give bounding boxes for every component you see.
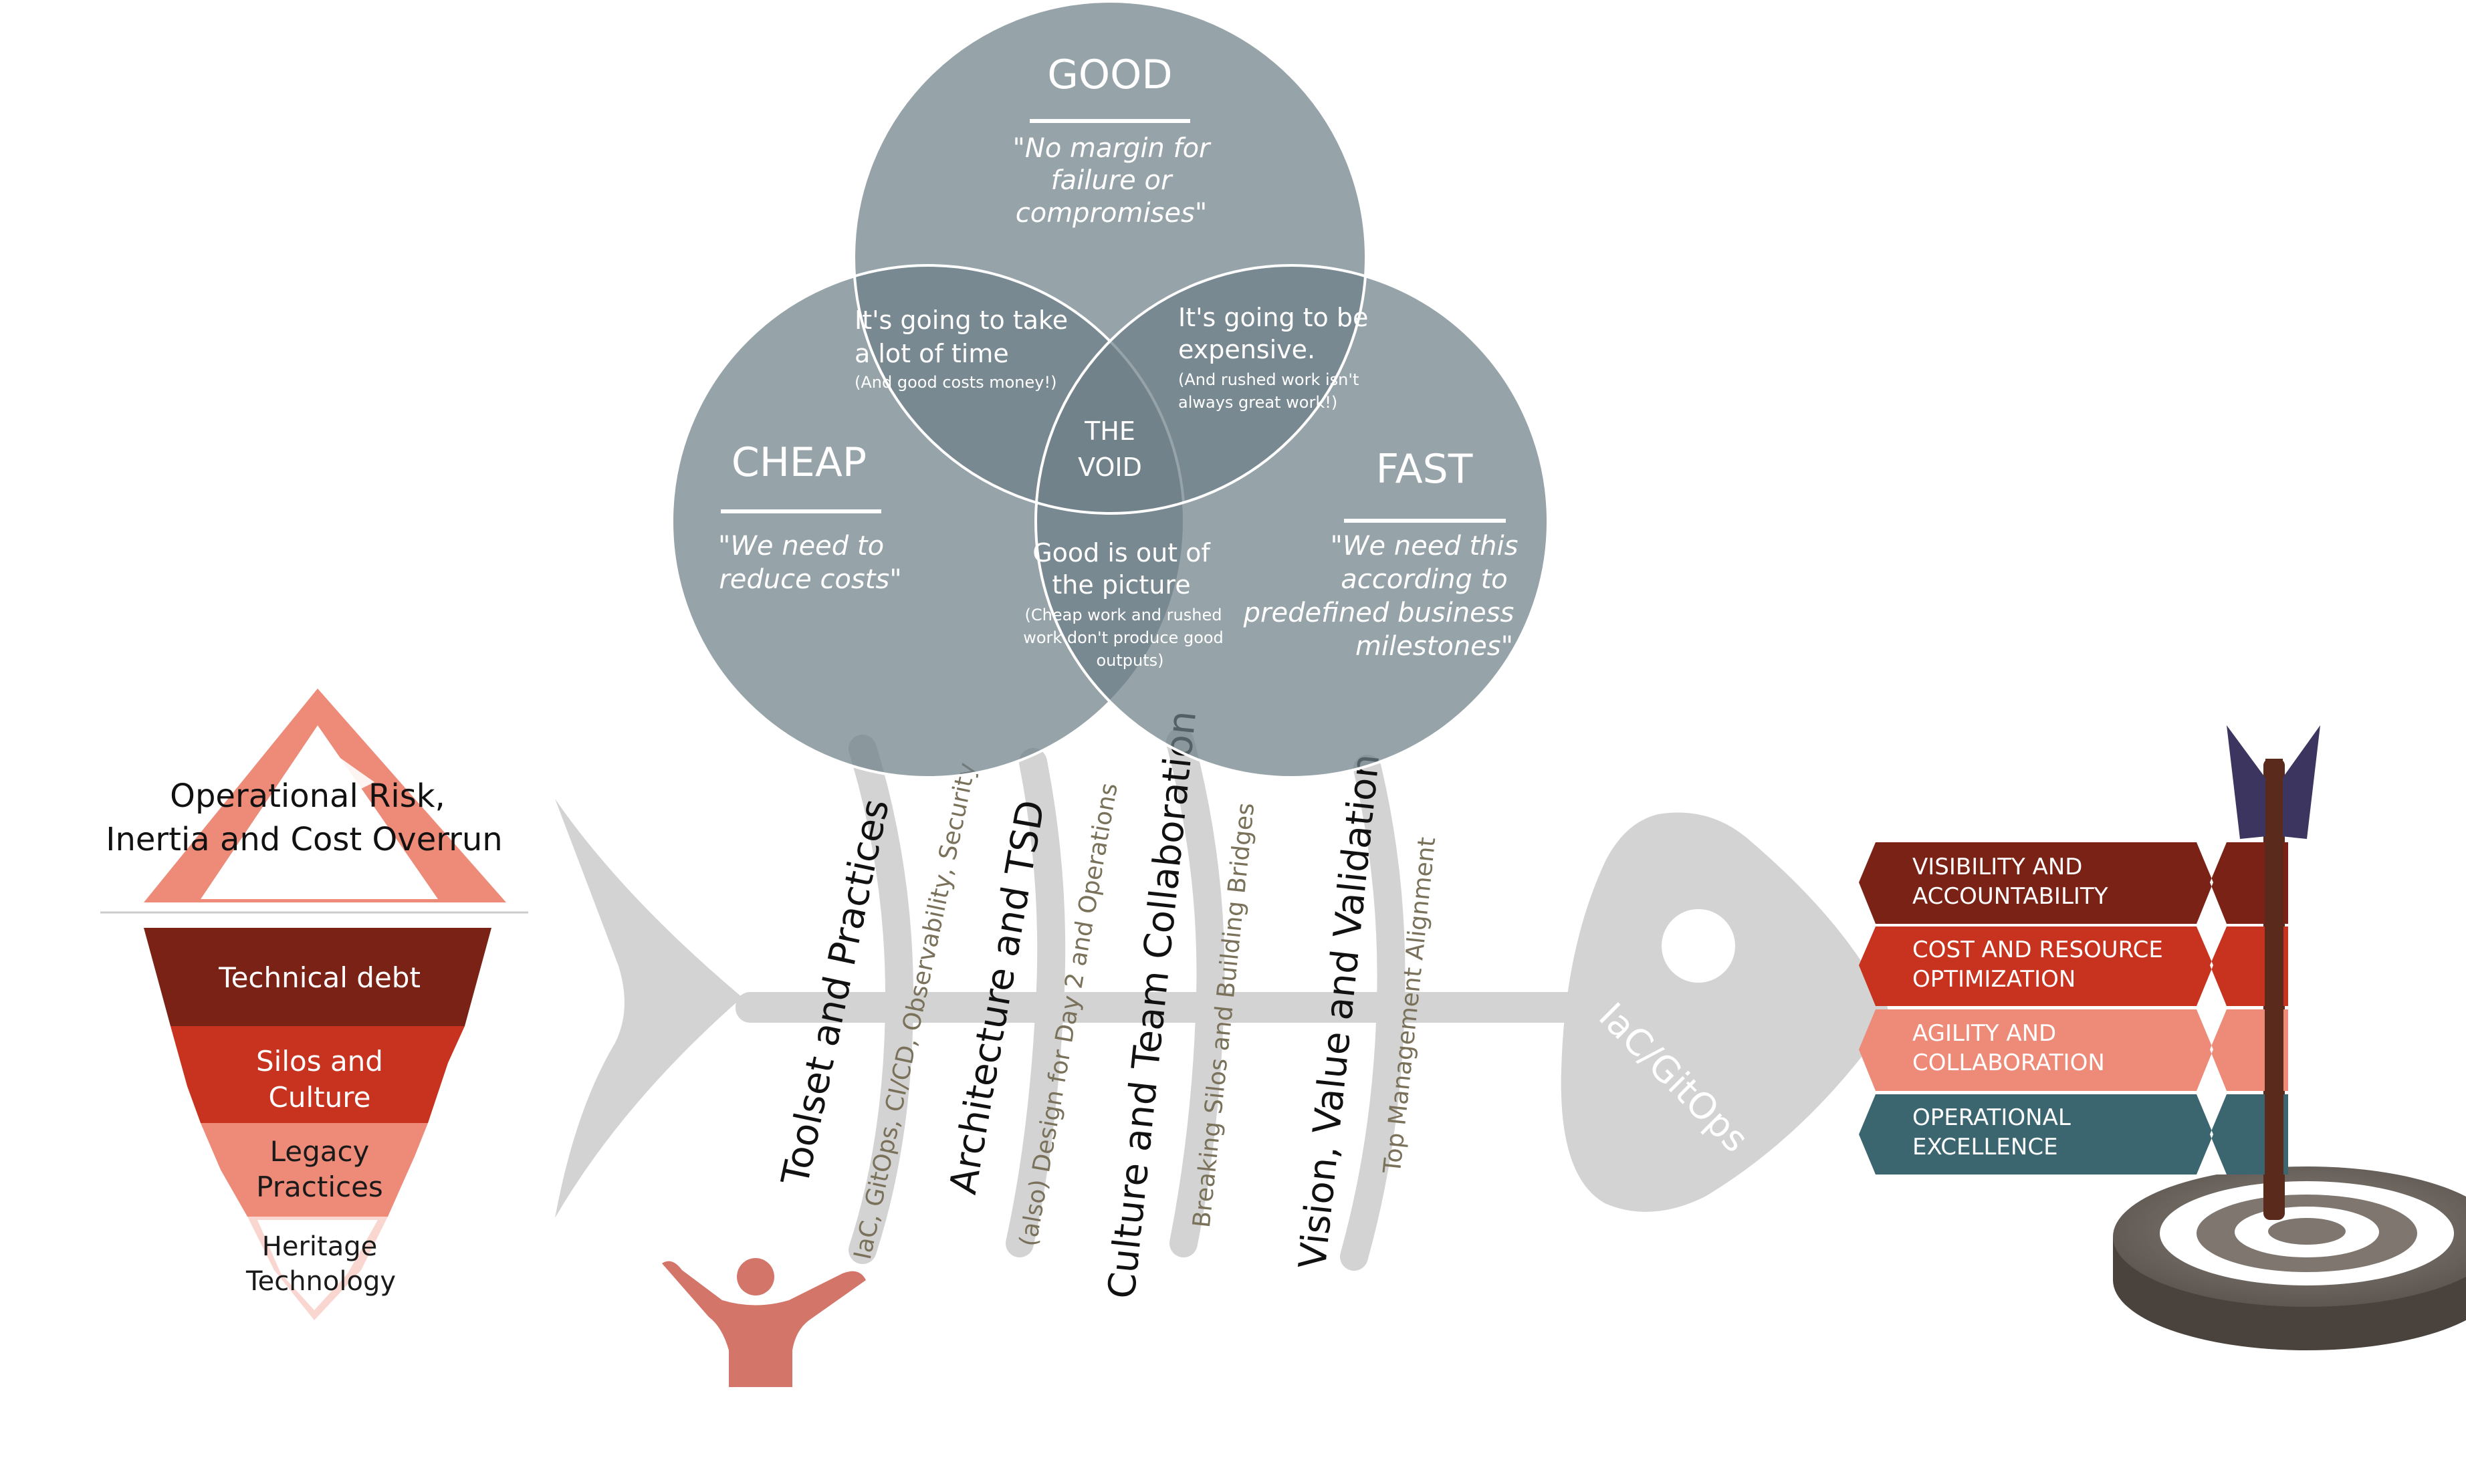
venn-good-quote-1: "No margin for — [1013, 133, 1212, 164]
iceberg-layer-label-3b: Practices — [256, 1170, 383, 1203]
bone-1 — [849, 735, 914, 1264]
venn-good-quote-2: failure or — [1051, 165, 1173, 196]
bone-3 — [1166, 728, 1225, 1257]
venn-good-quote-3: compromises" — [1016, 198, 1208, 229]
signpost-2 — [1859, 926, 2217, 1006]
signpost-4-line1: OPERATIONAL — [1912, 1104, 2071, 1131]
venn-cheap-fast-line1: Good is out of — [1032, 538, 1211, 568]
signpost-3-line1: AGILITY AND — [1912, 1020, 2056, 1047]
venn-good-fast-note1: (And rushed work isn't — [1178, 370, 1359, 389]
signpost-3 — [1859, 1009, 2217, 1091]
venn-cheap-fast-line2: the picture — [1052, 570, 1190, 600]
signpost-1 — [1859, 842, 2217, 924]
iceberg-title-line2: Inertia and Cost Overrun — [106, 821, 502, 858]
iceberg-layer-label-2a: Silos and — [256, 1045, 383, 1078]
iceberg-layer-1 — [144, 928, 491, 1026]
venn-fast-title: FAST — [1376, 446, 1473, 493]
fish-skeleton: IaC/GitOps Toolset and Practices IaC, Gi… — [555, 709, 1888, 1301]
fish-spine — [736, 992, 1652, 1023]
fish-tail — [555, 799, 742, 1218]
fish-eye — [1662, 909, 1735, 983]
signpost-3-line2: COLLABORATION — [1912, 1049, 2105, 1076]
venn-good-cheap-line1: It's going to take — [855, 305, 1068, 335]
venn-cheap-quote-1: "We need to — [718, 531, 884, 562]
venn-diagram: GOOD "No margin for failure or compromis… — [671, 0, 1549, 779]
iceberg-layer-label-1: Technical debt — [218, 961, 421, 994]
signpost-4-line2: EXCELLENCE — [1912, 1134, 2058, 1160]
signpost-1-line2: ACCOUNTABILITY — [1912, 883, 2108, 910]
iceberg: Operational Risk, Inertia and Cost Overr… — [100, 689, 528, 1320]
venn-center-line1: THE — [1084, 416, 1135, 446]
iceberg-layer-label-4a: Heritage — [262, 1231, 377, 1262]
venn-fast-quote-4: milestones" — [1355, 631, 1513, 662]
target-icon — [2113, 1166, 2466, 1350]
bone-4 — [1340, 755, 1406, 1271]
venn-cheap-quote-2: reduce costs" — [719, 564, 901, 595]
signpost-2-line2: OPTIMIZATION — [1912, 966, 2076, 993]
venn-good-fast-line1: It's going to be — [1178, 303, 1368, 332]
iceberg-title-line1: Operational Risk, — [170, 777, 445, 815]
signpost-1-line1: VISIBILITY AND — [1912, 854, 2082, 880]
venn-good-title: GOOD — [1047, 51, 1172, 98]
target-and-signposts: VISIBILITY AND ACCOUNTABILITY COST AND R… — [1859, 725, 2466, 1350]
venn-cheap-title: CHEAP — [732, 439, 867, 486]
arrow-fletching — [2227, 725, 2273, 839]
venn-good-cheap-note: (And good costs money!) — [855, 373, 1056, 392]
venn-fast-quote-1: "We need this — [1331, 531, 1519, 562]
venn-good-fast-note2: always great work!) — [1178, 393, 1337, 412]
iceberg-layer-3 — [201, 1123, 428, 1217]
venn-cheap-fast-note3: outputs) — [1096, 651, 1163, 670]
bone-2 — [1006, 748, 1066, 1257]
signpost-4 — [1859, 1094, 2217, 1174]
venn-good-fast-line2: expensive. — [1178, 335, 1315, 364]
venn-good-cheap-line2: a lot of time — [855, 339, 1009, 368]
fish-head — [1561, 812, 1888, 1212]
venn-cheap-fast-note2: work don't produce good — [1023, 628, 1224, 647]
iceberg-layer-2 — [171, 1026, 465, 1123]
iceberg-layer-label-3a: Legacy — [270, 1135, 370, 1168]
venn-cheap-fast-note1: (Cheap work and rushed — [1025, 606, 1222, 624]
venn-fast-quote-2: according to — [1341, 564, 1508, 595]
venn-center-line2: VOID — [1078, 453, 1142, 482]
signpost-2-line1: COST AND RESOURCE — [1912, 937, 2163, 963]
iceberg-layer-label-2b: Culture — [269, 1081, 371, 1114]
venn-circle-fast — [1034, 264, 1549, 779]
iceberg-layer-label-4b: Technology — [245, 1266, 396, 1297]
venn-fast-quote-3: predefined business — [1243, 598, 1515, 628]
person-silhouette — [662, 1258, 866, 1387]
